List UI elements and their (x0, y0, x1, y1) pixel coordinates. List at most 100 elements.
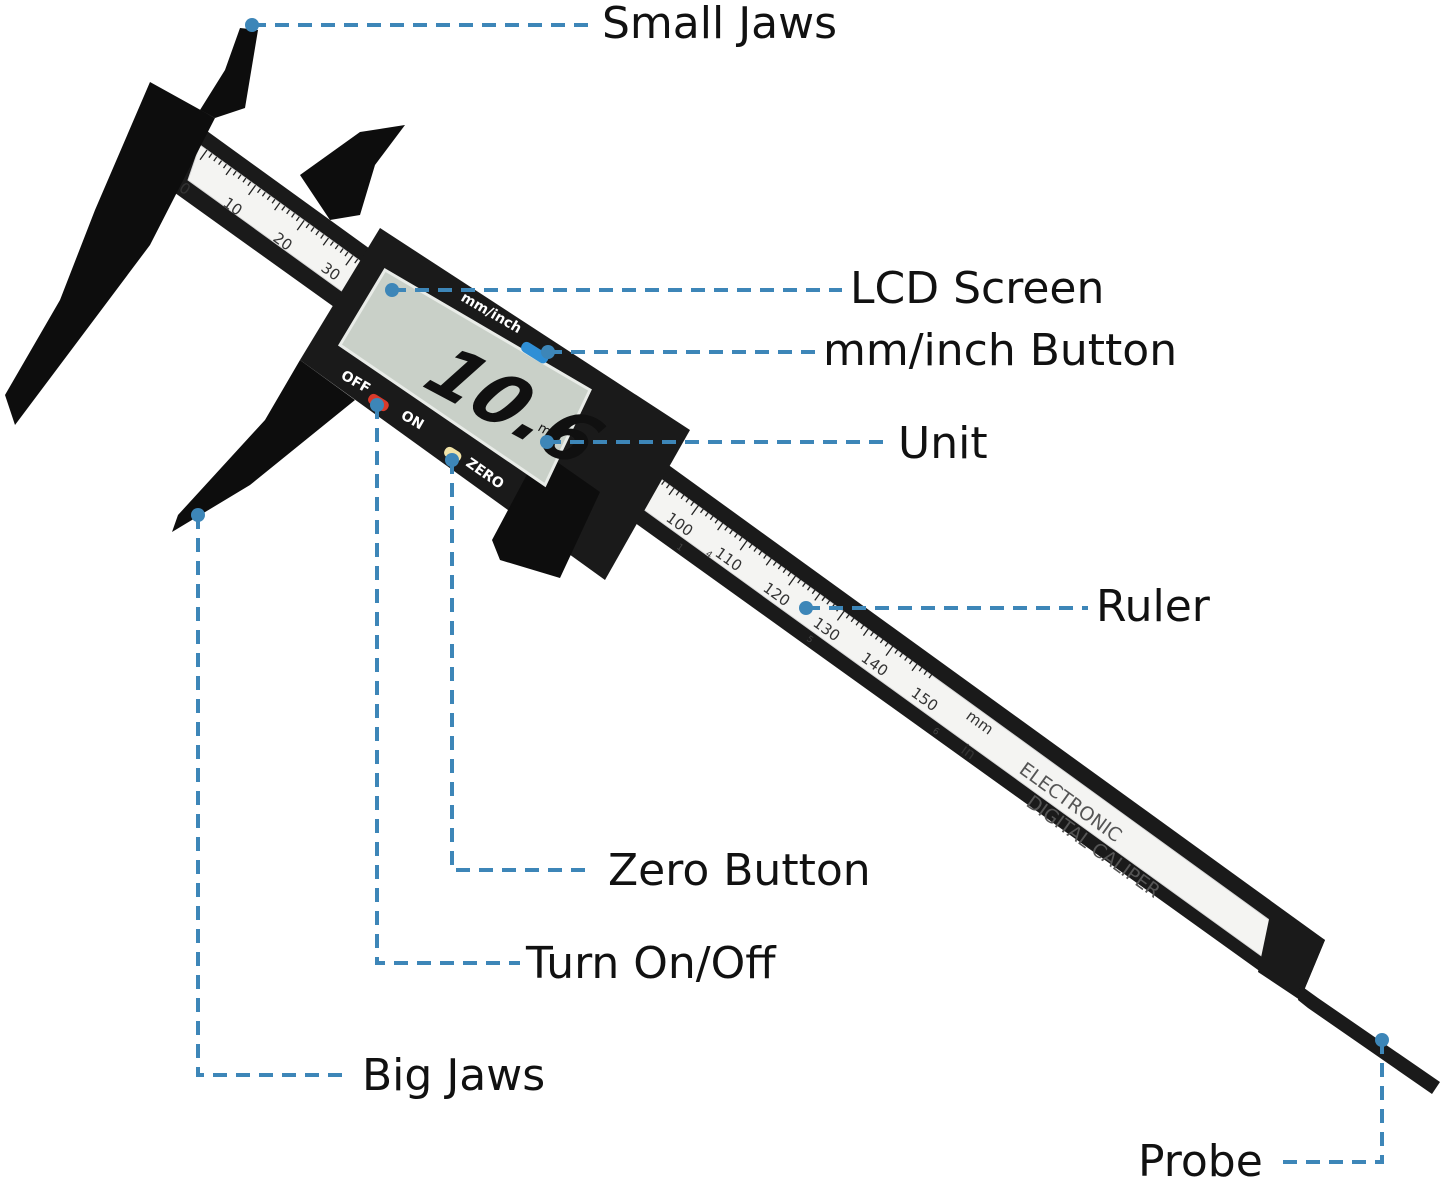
ruler-tick (213, 156, 218, 162)
label-lcd-screen: LCD Screen (850, 263, 1104, 314)
sliding-small-jaw (300, 125, 405, 220)
ruler-tick (247, 181, 252, 187)
callouts: Small Jaws LCD Screen mm/inch Button Uni… (191, 0, 1389, 1182)
depth-probe (1298, 985, 1440, 1094)
beam-end-cap (1258, 905, 1325, 1000)
ruler-tick (248, 184, 257, 196)
inch-number: 6 (930, 726, 941, 738)
label-big-jaws: Big Jaws (362, 1050, 545, 1101)
ruler-tick (675, 490, 680, 496)
ruler-tick (911, 663, 918, 672)
ruler-tick (753, 547, 758, 552)
ruler-tick (788, 575, 797, 586)
ruler-tick (334, 244, 339, 250)
ruler-tick (691, 504, 700, 516)
label-probe: Probe (1138, 1136, 1263, 1182)
ruler-tick (222, 163, 227, 169)
label-zero-button: Zero Button (608, 845, 871, 896)
ruler-tick (797, 578, 802, 584)
ruler-tick (305, 223, 310, 229)
inch-number: 5 (804, 634, 815, 645)
ruler-tick (884, 642, 889, 647)
ruler-tick (772, 561, 777, 566)
digital-caliper: 0 10 20 30 100 110 120 130 140 150 1 4 5… (5, 28, 1440, 1094)
ruler-tick (291, 212, 296, 218)
ruler-tick (339, 248, 344, 253)
ruler-tick (237, 174, 242, 180)
ruler-tick (322, 237, 330, 246)
ruler-tick (885, 645, 894, 656)
ruler-tick (208, 153, 213, 158)
ruler-tick (199, 149, 208, 161)
ruler-tick (295, 216, 300, 222)
ruler-tick (225, 167, 232, 176)
ruler-tick (709, 515, 714, 521)
ruler-tick (928, 673, 933, 679)
ruler-tick (734, 532, 739, 538)
ruler-tick (850, 617, 855, 623)
fixed-small-jaw (200, 28, 258, 118)
callout-ruler: Ruler (799, 581, 1211, 632)
ruler-tick (787, 571, 792, 577)
ruler-tick (699, 508, 705, 514)
ruler-tick (758, 550, 763, 556)
ruler-tick (899, 652, 904, 658)
ruler-tick (714, 518, 719, 524)
ruler-tick (668, 487, 675, 496)
ruler-tick (765, 557, 773, 566)
ruler-tick (826, 599, 831, 605)
ruler-tick (739, 540, 748, 551)
inch-number: 1 (674, 542, 685, 553)
ruler-tick (814, 592, 821, 601)
ruler-tick (665, 483, 670, 489)
callout-turn-on-off: Turn On/Off (370, 398, 777, 989)
ruler-tick (345, 255, 354, 266)
label-ruler: Ruler (1096, 581, 1211, 632)
leader-line (1282, 1040, 1384, 1164)
ruler-tick (862, 627, 870, 636)
label-turn-on-off: Turn On/Off (525, 938, 777, 989)
ruler-tick (315, 230, 320, 236)
ruler-tick (271, 198, 276, 204)
ruler-tick (821, 596, 826, 602)
ruler-tick (908, 659, 914, 665)
ruler-tick (836, 610, 845, 621)
ruler-tick (354, 258, 359, 264)
ruler-tick (870, 631, 875, 637)
mm-inch-button[interactable] (519, 340, 550, 365)
ruler-tick (717, 522, 724, 531)
thumb-wheel (492, 450, 600, 578)
ruler-tick (845, 613, 850, 619)
ruler-tick (704, 511, 709, 517)
ruler-tick (894, 649, 899, 654)
ruler-tick (874, 635, 879, 640)
ruler-tick (286, 209, 291, 215)
ruler-tick (242, 177, 247, 183)
label-small-jaws: Small Jaws (602, 0, 837, 49)
ruler-tick (811, 589, 816, 595)
label-mm-inch-button: mm/inch Button (823, 325, 1177, 376)
inch-number: 4 (703, 549, 714, 561)
ruler-tick (855, 620, 860, 626)
ruler-tick (763, 554, 768, 559)
ruler-tick (261, 191, 266, 197)
callout-big-jaws: Big Jaws (191, 508, 545, 1101)
callout-mm-inch-button: mm/inch Button (541, 325, 1177, 376)
callout-probe: Probe (1138, 1033, 1389, 1182)
leader-line (375, 405, 520, 965)
ruler-tick (860, 624, 865, 630)
ruler-tick (782, 568, 787, 573)
sliding-big-jaw (172, 360, 355, 532)
callout-zero-button: Zero Button (445, 453, 871, 896)
ruler-tick (218, 160, 223, 165)
ruler-tick (918, 666, 923, 672)
ruler-tick (904, 656, 909, 661)
callout-small-jaws: Small Jaws (245, 0, 837, 49)
ruler-tick (685, 497, 690, 503)
ruler-tick (879, 638, 884, 644)
callout-unit: Unit (540, 418, 988, 469)
ruler-tick (806, 585, 811, 591)
ruler-tick (266, 195, 271, 201)
ruler-tick (748, 543, 753, 549)
